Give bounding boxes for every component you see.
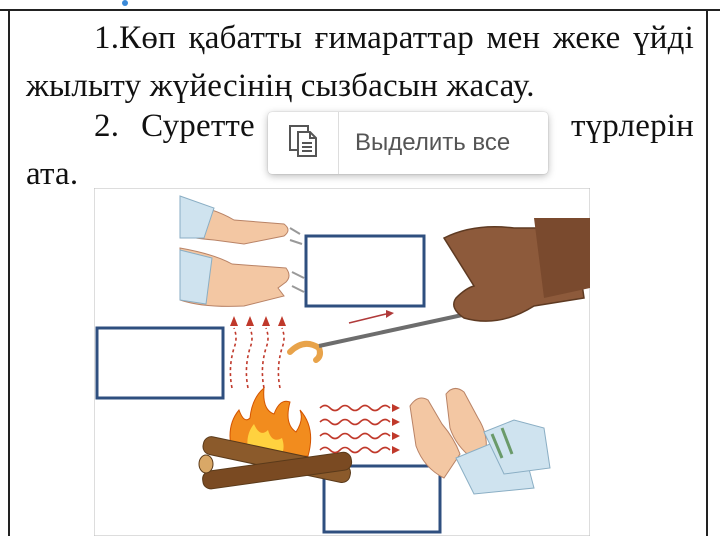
campfire-illustration [198, 386, 353, 490]
heat-transfer-illustration [94, 188, 590, 536]
hands-top-illustration [179, 195, 305, 307]
task-2-text-end: түрлерін ата. [26, 108, 694, 192]
task-2-text-start: 2. Суретте [94, 108, 255, 144]
table-border-right [706, 9, 708, 536]
table-border-top [0, 9, 720, 11]
selection-handle[interactable] [122, 0, 128, 6]
table-border-left [8, 9, 10, 536]
answer-box-2 [95, 326, 225, 400]
text-selection-menu: Выделить все [268, 112, 548, 174]
answer-box-1 [304, 234, 426, 308]
rising-heat-arrows [229, 327, 285, 389]
task-1-text: 1.Көп қабатты ғимараттар мен жеке үйді ж… [26, 20, 694, 104]
hands-warming-illustration [409, 388, 551, 495]
select-all-button[interactable]: Выделить все [355, 129, 511, 156]
radiation-waves [319, 404, 391, 454]
glove-and-rod-illustration [287, 218, 590, 363]
copy-button[interactable] [268, 112, 339, 174]
task-2-text: 2. Суретте түрлерін ата. [26, 102, 694, 198]
copy-icon [288, 124, 318, 163]
